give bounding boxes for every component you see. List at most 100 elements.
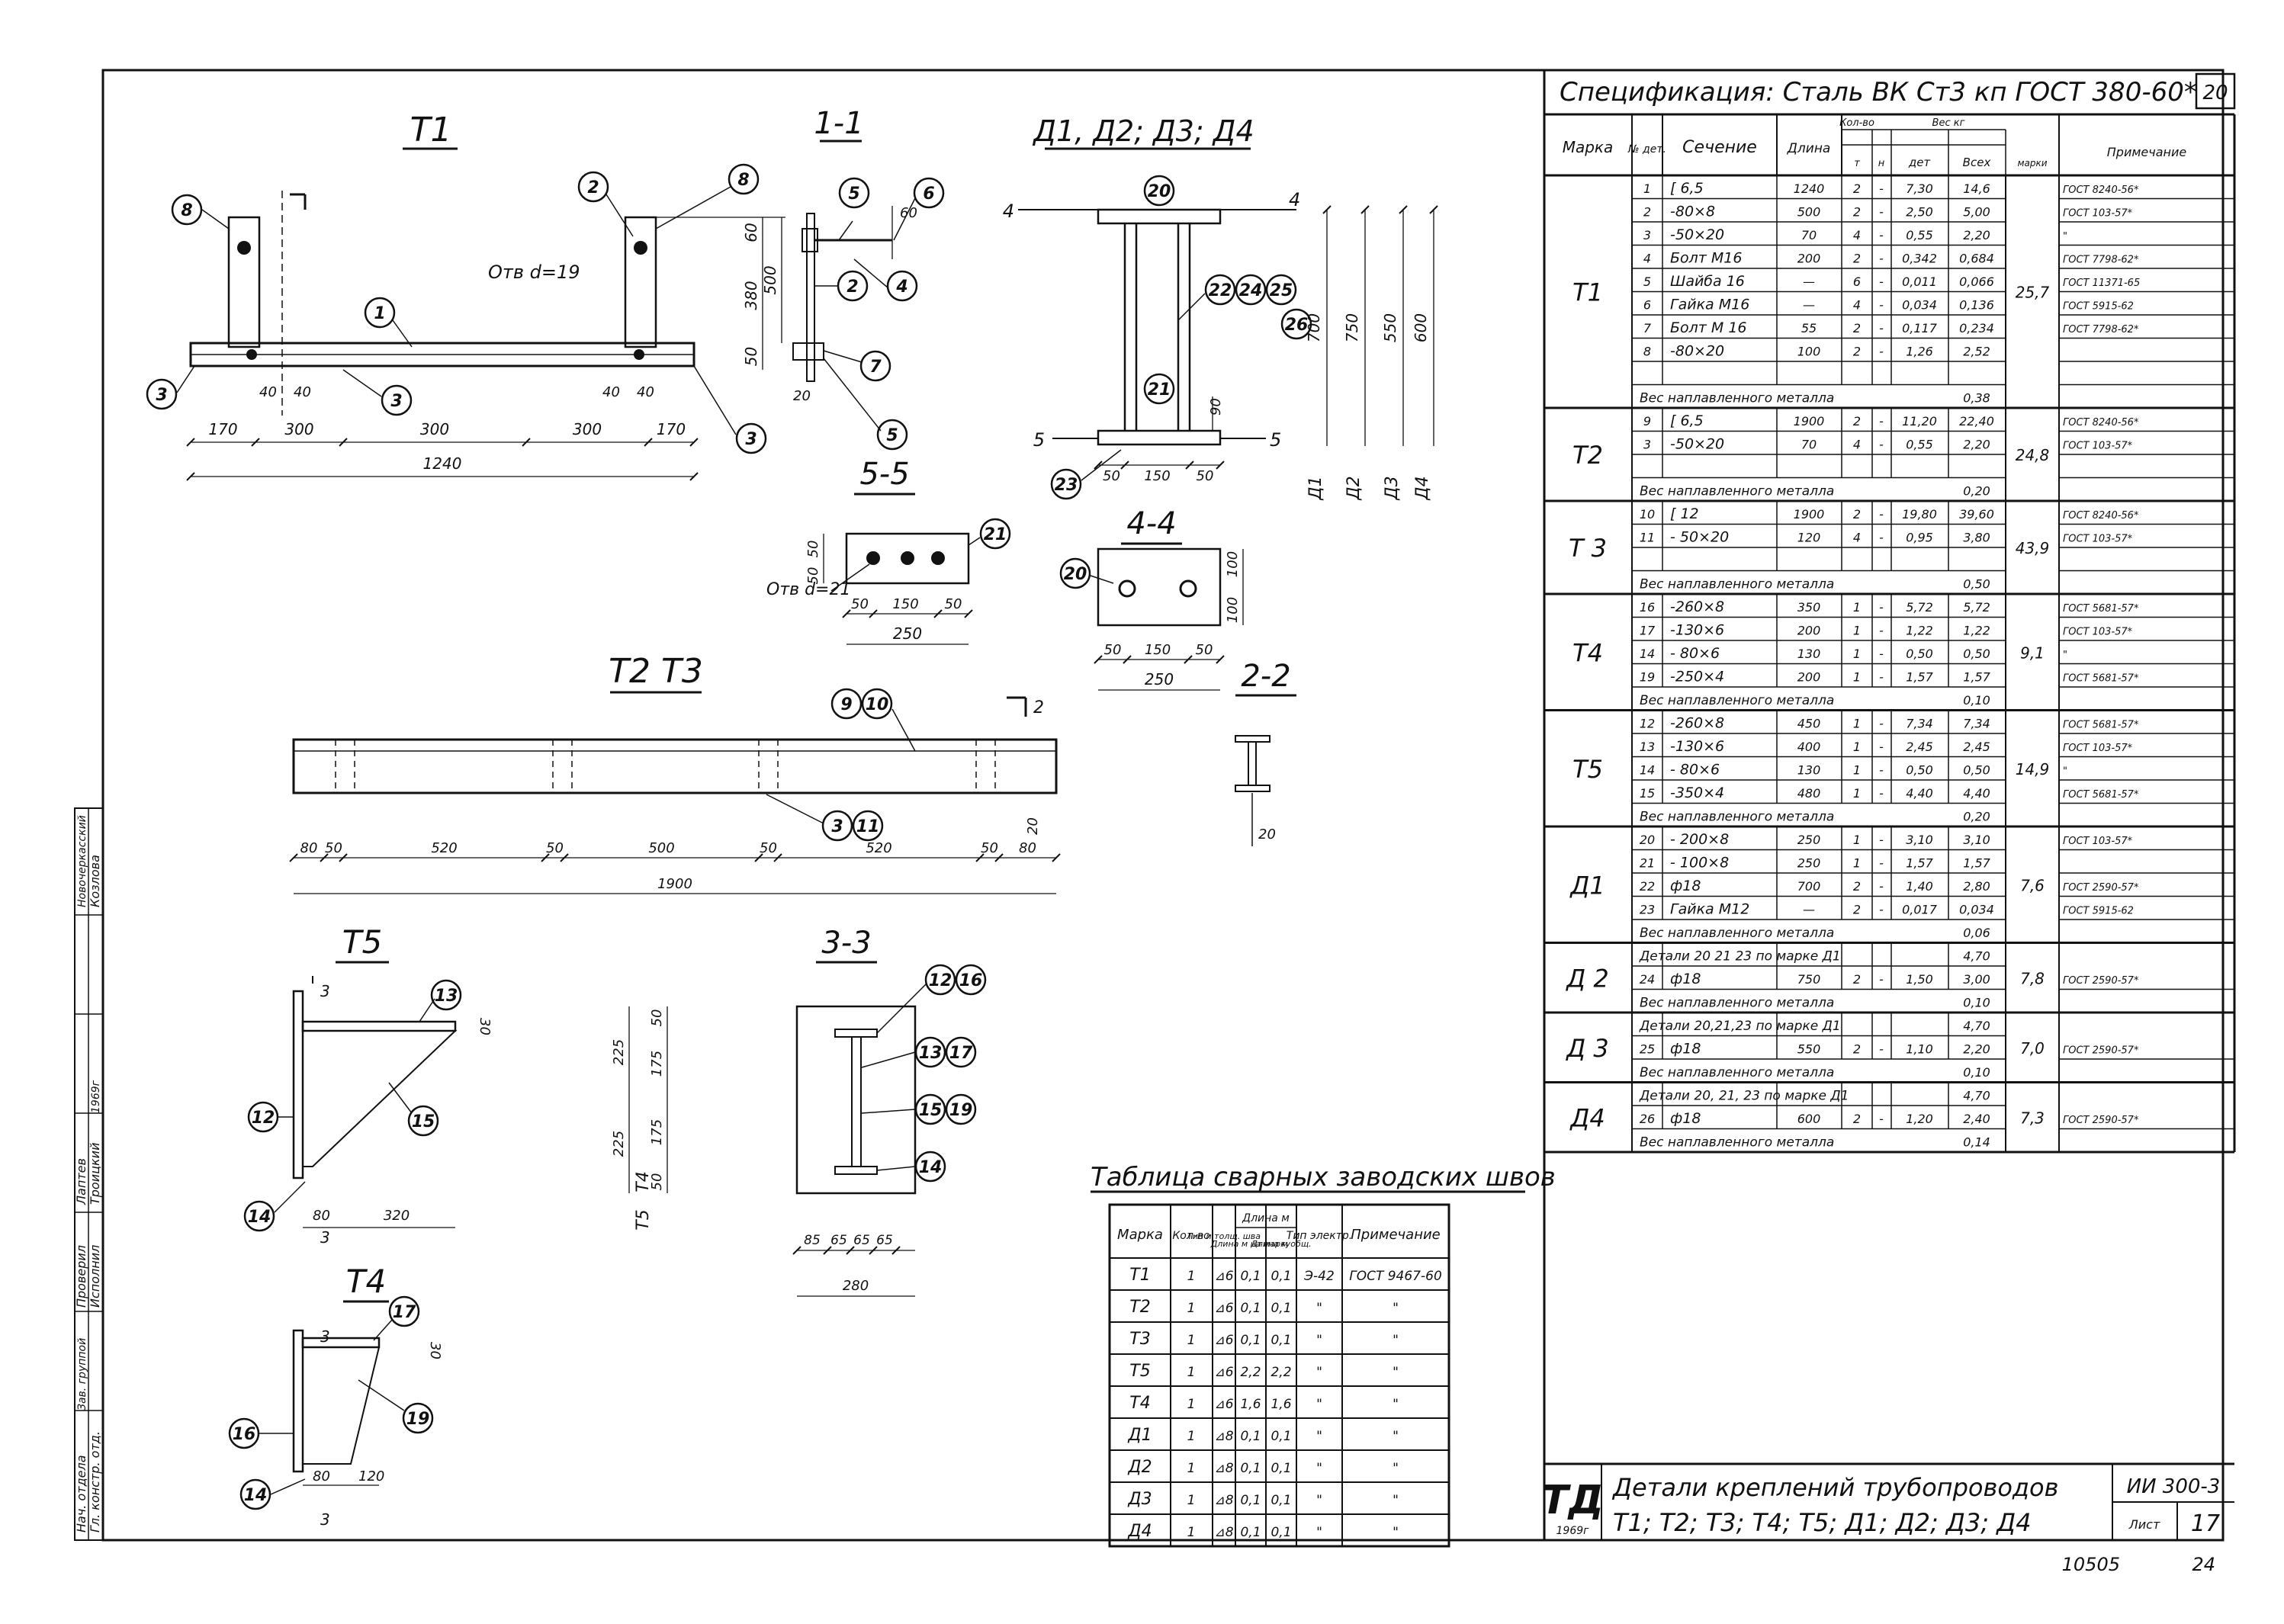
- td: Т2: [1129, 1298, 1150, 1317]
- td: 2: [1853, 414, 1861, 428]
- callout-circle: [1280, 308, 1312, 340]
- th: Примечание: [1351, 1227, 1441, 1243]
- td: Д2: [1127, 1458, 1152, 1477]
- view-title-s22: 2-2: [1241, 659, 1290, 694]
- td: -: [1879, 414, 1884, 428]
- td: 15: [1640, 786, 1655, 801]
- td: 14,6: [1963, 181, 1990, 196]
- td: 0,10: [1963, 693, 1990, 708]
- dim-label: 300: [420, 420, 449, 438]
- td: 130: [1797, 763, 1821, 778]
- dimension-tick: [320, 853, 329, 862]
- callout-circle: [821, 810, 853, 842]
- td: Гайка М12: [1670, 901, 1749, 918]
- section-num: 4: [1003, 201, 1014, 222]
- td: 2,40: [1963, 1112, 1990, 1126]
- s33-flange: [834, 1029, 878, 1038]
- td: 26: [1640, 1112, 1655, 1126]
- td: ": [1316, 1525, 1322, 1540]
- td: 19: [1640, 670, 1655, 685]
- dimension-tick: [869, 1246, 878, 1255]
- td: -130×6: [1670, 738, 1724, 755]
- leader-line: [893, 197, 916, 241]
- dim-label: 225: [611, 1039, 627, 1065]
- s33-plate: [795, 1005, 917, 1195]
- td: 55: [1801, 321, 1817, 335]
- td: ": [1393, 1333, 1399, 1348]
- t4-gusset: [302, 1346, 381, 1465]
- th: Всех: [1963, 156, 1991, 169]
- td: -: [1879, 624, 1884, 638]
- callout-number: 15: [412, 1112, 435, 1131]
- callout-number: 6: [923, 185, 934, 204]
- leader-line: [766, 794, 824, 824]
- td: 2: [1853, 252, 1861, 266]
- td: -: [1879, 298, 1884, 313]
- td: 2: [1853, 1042, 1861, 1057]
- stamp-role: Нач. отдела: [74, 1455, 88, 1533]
- spec-title: Спецификация: Сталь ВК Ст3 кп ГОСТ 380-6…: [1560, 77, 2197, 108]
- td: 1,57: [1906, 856, 1933, 871]
- td: ": [2063, 650, 2067, 661]
- t5-plate-horiz: [301, 1020, 457, 1032]
- td: 0,234: [1959, 321, 1994, 335]
- dim-label: 60: [742, 223, 760, 242]
- td: 0,50: [1906, 647, 1933, 661]
- td: ф18: [1670, 1041, 1701, 1058]
- td: -350×4: [1670, 785, 1724, 801]
- dimension-tick: [933, 609, 943, 618]
- spec-weld: Вес наплавленного металла: [1640, 693, 1834, 708]
- dim-label: 80: [1019, 840, 1036, 856]
- td: ⊿6: [1214, 1269, 1233, 1284]
- spec-weld: Вес наплавленного металла: [1640, 1065, 1834, 1080]
- td: 2,45: [1963, 740, 1990, 754]
- td: ": [1393, 1365, 1399, 1380]
- callout-circle: [914, 1036, 946, 1068]
- th: Кол-во: [1839, 117, 1874, 129]
- leader-line: [373, 1318, 394, 1341]
- td: 4: [1853, 438, 1861, 452]
- dim-label: 520: [866, 840, 891, 856]
- td: 0,066: [1959, 274, 1994, 289]
- td: 0,1: [1270, 1461, 1291, 1476]
- th: т: [1854, 158, 1860, 169]
- td: 1: [1853, 600, 1861, 615]
- callout-number: 9: [840, 695, 852, 714]
- td: ГОСТ 5915-62: [2063, 906, 2134, 917]
- spec-weld: Вес наплавленного металла: [1640, 577, 1834, 592]
- td: ": [1316, 1365, 1322, 1380]
- stamp-role: Зав. группой: [76, 1338, 88, 1411]
- td: 1: [1853, 647, 1861, 661]
- leader-line: [358, 1379, 405, 1411]
- dim-label: 50: [1104, 642, 1122, 658]
- leader-line: [1177, 293, 1206, 321]
- td: 0,06: [1963, 926, 1990, 940]
- td: 1,40: [1906, 879, 1933, 894]
- spec-weld: Вес наплавленного металла: [1640, 391, 1834, 406]
- leader-line: [823, 350, 863, 363]
- callout-number: 14: [248, 1208, 271, 1227]
- leader-line: [342, 369, 382, 397]
- td: [ 6,5: [1670, 412, 1704, 429]
- td: 5,00: [1963, 205, 1990, 220]
- callout-number: 26: [1285, 316, 1309, 335]
- leader-line: [201, 209, 230, 229]
- dim-label: 600: [1412, 313, 1430, 342]
- td: 4,40: [1963, 786, 1990, 801]
- spec-mark: Д1: [1569, 871, 1605, 900]
- td: 0,20: [1963, 484, 1990, 499]
- callout-number: 20: [1148, 182, 1171, 201]
- td: 0,017: [1902, 903, 1938, 917]
- td: - 100×8: [1670, 855, 1729, 871]
- td: 70: [1801, 228, 1817, 242]
- td: Т1: [1129, 1266, 1150, 1285]
- td: 22: [1640, 879, 1655, 894]
- t4-plate-vert: [292, 1329, 304, 1473]
- callout-circle: [886, 270, 918, 302]
- dimension-tick: [842, 609, 851, 618]
- dimension-tick: [792, 1246, 801, 1255]
- spec-mark: Д 2: [1565, 964, 1609, 993]
- hole: [246, 349, 257, 360]
- td: ": [1393, 1493, 1399, 1508]
- td: 350: [1797, 600, 1821, 615]
